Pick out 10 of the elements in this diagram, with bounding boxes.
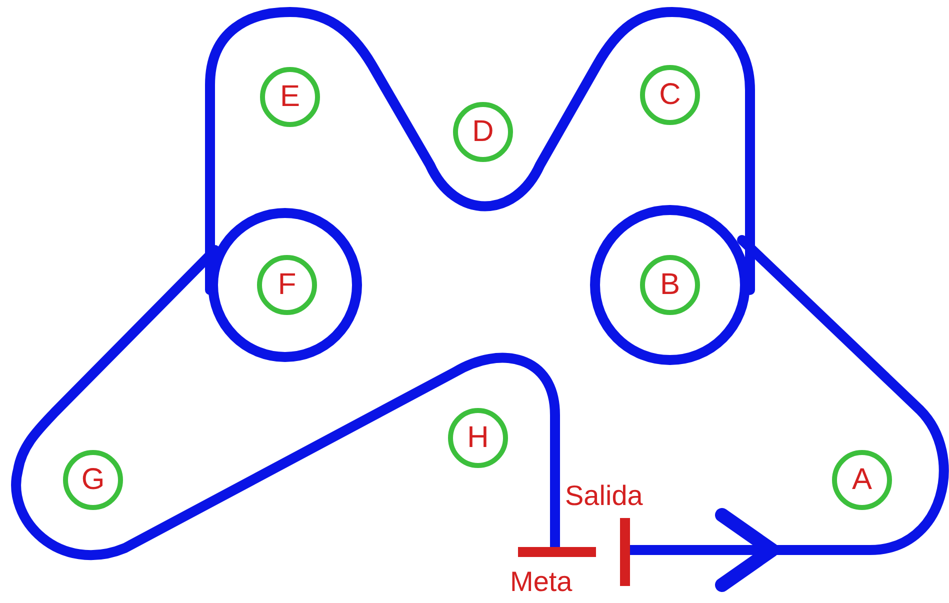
checkpoint-letter: H: [467, 423, 489, 453]
track-label: Meta: [510, 568, 572, 596]
checkpoint-letter: B: [660, 270, 680, 300]
track-label: Salida: [565, 482, 643, 510]
checkpoint-letter: E: [280, 82, 300, 112]
checkpoint-letter: F: [278, 270, 296, 300]
checkpoint-letter: D: [472, 117, 494, 147]
checkpoint-letter: G: [81, 465, 105, 495]
checkpoint-letter: A: [852, 465, 872, 495]
checkpoint-letter: C: [659, 80, 681, 110]
